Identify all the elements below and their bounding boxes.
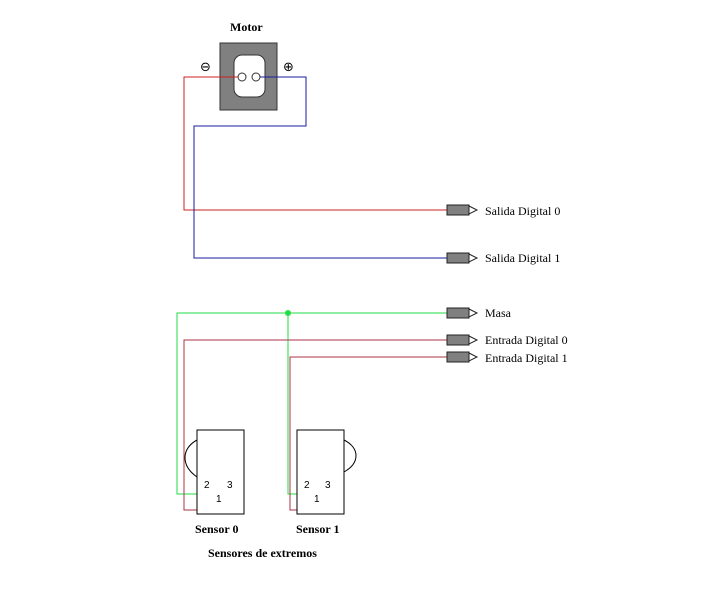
wire-ground-main — [176, 312, 447, 495]
plug-out0 — [446, 204, 479, 216]
label-entrada-1: Entrada Digital 1 — [485, 351, 568, 365]
sensor-1-pin-3: 3 — [325, 480, 331, 491]
label-entrada-0: Entrada Digital 0 — [485, 333, 568, 347]
sensor-1-name: Sensor 1 — [296, 522, 340, 536]
plug-gnd — [446, 307, 479, 319]
motor-plus-icon: ⊕ — [283, 60, 294, 75]
sensor-0-pin-3: 3 — [227, 480, 233, 491]
plug-out1 — [446, 252, 479, 264]
sensor-1-pin-1: 1 — [314, 494, 320, 505]
sensor-1-body — [296, 429, 345, 515]
motor-window — [233, 54, 266, 98]
motor-terminal-left — [237, 72, 247, 82]
sensor-0-name: Sensor 0 — [195, 522, 239, 536]
motor-title: Motor — [230, 20, 263, 34]
plug-in1 — [446, 351, 479, 363]
sensor-0-pin-2: 2 — [204, 480, 210, 491]
wire-motor-plus — [193, 76, 447, 259]
motor-minus-icon: ⊖ — [200, 60, 211, 75]
sensors-caption: Sensores de extremos — [208, 546, 317, 560]
sensor-0-lever — [184, 439, 198, 478]
label-salida-1: Salida Digital 1 — [485, 251, 561, 265]
wire-motor-minus — [183, 76, 447, 211]
sensor-0-body — [196, 429, 245, 515]
label-salida-0: Salida Digital 0 — [485, 204, 561, 218]
sensor-1-lever — [343, 439, 357, 473]
sensor-0-pin-1: 1 — [216, 494, 222, 505]
wire-ground-branch — [287, 313, 298, 495]
motor-terminal-right — [251, 72, 261, 82]
sensor-1-pin-2: 2 — [304, 480, 310, 491]
plug-in0 — [446, 334, 479, 346]
label-masa: Masa — [485, 306, 511, 320]
ground-junction — [285, 310, 291, 316]
